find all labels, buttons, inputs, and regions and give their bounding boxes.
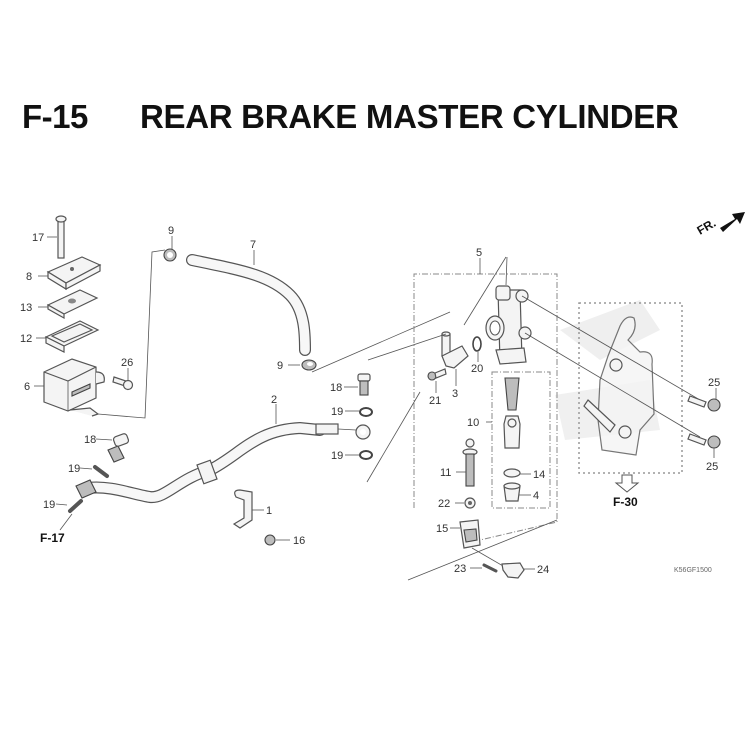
part-18-bolt-right: 18 (330, 373, 371, 396)
callout-4: 4 (533, 490, 539, 502)
callout-19-right-lower: 19 (331, 450, 343, 462)
part-9-clamp-top: 9 (163, 225, 177, 262)
callout-3: 3 (452, 388, 458, 400)
callout-19-lower-left: 19 (43, 499, 55, 511)
part-23-pin: 23 (454, 563, 498, 575)
section-code: F-15 (22, 98, 88, 135)
part-4-boot: 4 (503, 482, 539, 502)
callout-6: 6 (24, 381, 30, 393)
callout-21: 21 (429, 395, 441, 407)
part-15-clevis: 15 (436, 519, 481, 549)
brake-hose-assembly: 2 (75, 394, 371, 504)
callout-2: 2 (271, 394, 277, 406)
part-14-seal: 14 (503, 468, 545, 481)
callout-18-right: 18 (330, 382, 342, 394)
callout-20: 20 (471, 363, 483, 375)
callout-12: 12 (20, 333, 32, 345)
callout-19-upper-left: 19 (68, 463, 80, 475)
callout-24: 24 (537, 564, 549, 576)
callout-8: 8 (26, 271, 32, 283)
part-19-washer-upper-left: 19 (68, 463, 109, 478)
callout-22: 22 (438, 498, 450, 510)
callout-26: 26 (121, 357, 133, 369)
page-title: REAR BRAKE MASTER CYLINDER (140, 98, 679, 135)
callout-18-left: 18 (84, 434, 96, 446)
callout-15: 15 (436, 523, 448, 535)
part-18-bolt-left: 18 (84, 433, 130, 463)
part-8-cap: 8 (26, 256, 102, 291)
ref-f30: F-30 (613, 474, 640, 509)
part-17-screw: 17 (32, 215, 67, 259)
ref-f17-label: F-17 (40, 531, 65, 545)
callout-25-lower: 25 (706, 461, 718, 473)
part-3-fitting: 3 (441, 331, 469, 400)
part-22-nut: 22 (438, 497, 476, 510)
supply-hose-assembly: 7 9 9 (163, 225, 451, 373)
callout-19-right-upper: 19 (331, 406, 343, 418)
callout-25-upper: 25 (708, 377, 720, 389)
part-24-clip: 24 (501, 562, 549, 579)
part-19-washer-right-upper: 19 (331, 406, 373, 418)
callout-9-bottom: 9 (277, 360, 283, 372)
part-19-washer-lower-left: 19 (43, 499, 83, 513)
cylinder-body (485, 285, 532, 365)
callout-9-top: 9 (168, 225, 174, 237)
part-10-piston-set: 10 (467, 377, 521, 449)
callout-5: 5 (476, 247, 482, 259)
callout-10: 10 (467, 417, 479, 429)
part-25-bolt-lower: 25 (687, 433, 721, 473)
part-16-bolt: 16 (264, 534, 305, 547)
callout-17: 17 (32, 232, 44, 244)
front-label: FR. (695, 216, 719, 238)
callout-13: 13 (20, 302, 32, 314)
callout-11: 11 (440, 467, 451, 479)
part-13-plate: 13 (20, 289, 99, 320)
part-19-washer-right-lower: 19 (331, 450, 373, 462)
part-1-clamp: 1 (232, 489, 272, 529)
callout-23: 23 (454, 563, 466, 575)
callout-14: 14 (533, 469, 545, 481)
arrow-icon (720, 212, 745, 232)
callout-16: 16 (293, 535, 305, 547)
bracket-reference-box: F-30 (578, 302, 683, 509)
reservoir-assembly: 17 8 13 12 (20, 215, 166, 419)
part-21-bolt: 21 (427, 368, 447, 407)
callout-1: 1 (266, 505, 272, 517)
diagram-code: K56GF1500 (674, 567, 712, 574)
front-direction-indicator: FR. (695, 212, 745, 238)
part-20-o-ring: 20 (471, 336, 483, 375)
part-9-clamp-bottom: 9 (277, 359, 317, 372)
part-26-bolt: 26 (112, 357, 133, 391)
ref-f30-label: F-30 (613, 495, 638, 509)
master-cylinder-assembly: 5 3 20 (367, 247, 558, 581)
part-11-push-rod: 11 (440, 438, 478, 487)
callout-7: 7 (250, 239, 256, 251)
part-12-diaphragm: 12 (20, 320, 100, 353)
ref-f17: F-17 (40, 513, 73, 545)
down-arrow-icon (614, 474, 640, 493)
part-6-reservoir: 6 (24, 358, 105, 417)
part-25-bolt-upper: 25 (687, 377, 721, 412)
